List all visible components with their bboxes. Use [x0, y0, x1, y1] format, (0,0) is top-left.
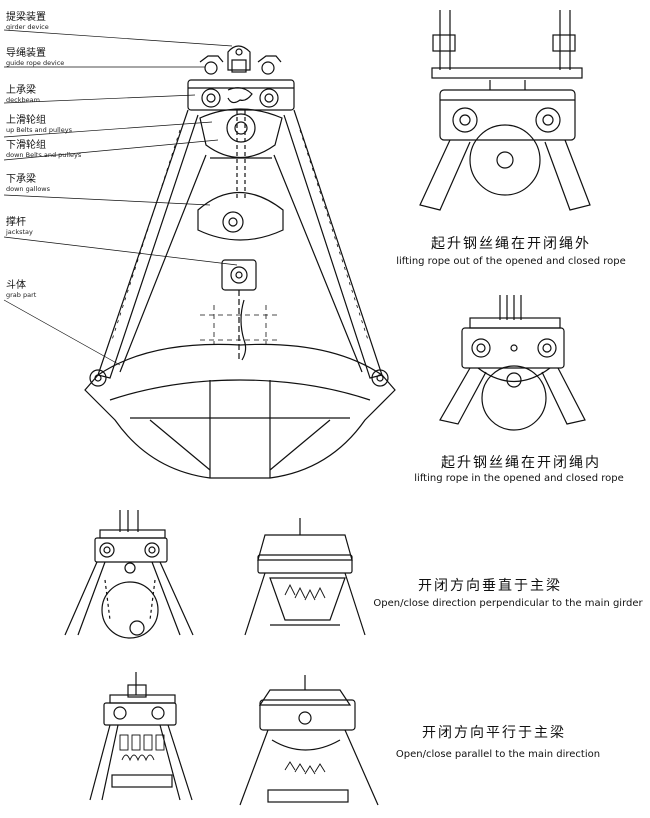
label-en: up Belts and pulleys [6, 126, 72, 134]
view-rope-in [439, 295, 586, 431]
view-perpendicular-a [64, 510, 194, 639]
label-en: deckbeam [6, 96, 40, 104]
caption-en: Open/close parallel to the main directio… [395, 749, 601, 760]
label-en: grab part [6, 291, 37, 299]
main-grab-view [3, 29, 396, 479]
view-perpendicular-b [244, 518, 366, 636]
leader-lines [3, 29, 238, 366]
caption-en: lifting rope out of the opened and close… [396, 256, 626, 267]
label-cn: 斗体 [6, 280, 26, 291]
label-cn: 提梁装置 [6, 12, 46, 23]
view-rope-out [419, 10, 591, 211]
arms [97, 109, 383, 379]
label-cn: 下承梁 [6, 174, 36, 185]
label-en: down Belts and pulleys [6, 151, 82, 159]
caption-en: Open/close direction perpendicular to th… [373, 598, 643, 609]
view-parallel-a [89, 672, 193, 801]
caption-cn: 开闭方向平行于主梁 [422, 725, 566, 741]
label-en: girder device [6, 23, 49, 31]
caption-cn: 起升钢丝绳在开闭绳外 [431, 236, 591, 252]
label-cn: 上滑轮组 [6, 115, 46, 126]
label-cn: 上承梁 [6, 85, 36, 96]
caption-cn: 开闭方向垂直于主梁 [418, 578, 562, 594]
view-parallel-b [239, 675, 379, 806]
caption-en: lifting rope in the opened and closed ro… [414, 473, 624, 484]
label-cn: 下滑轮组 [6, 140, 46, 151]
label-cn: 导绳装置 [6, 48, 46, 59]
caption-cn: 起升钢丝绳在开闭绳内 [441, 455, 601, 471]
label-en: down gallows [6, 185, 51, 193]
label-cn: 撑杆 [6, 217, 26, 228]
label-en: guide rope device [6, 59, 65, 67]
label-en: jackstay [6, 228, 33, 236]
